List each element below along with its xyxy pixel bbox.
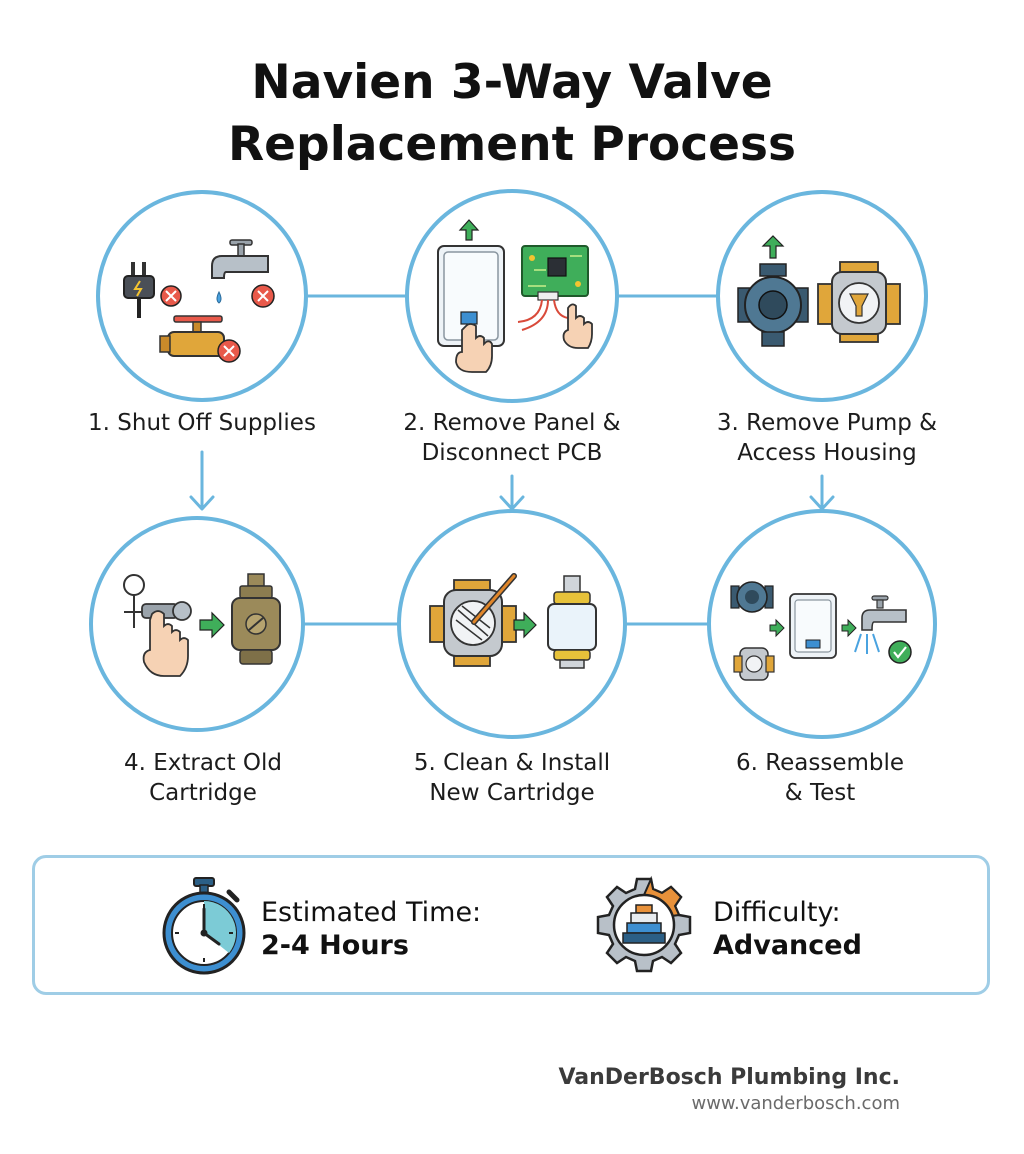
- brand-block: VanDerBosch Plumbing Inc. www.vanderbosc…: [558, 1064, 900, 1116]
- pump-icon: [730, 581, 774, 613]
- step-1-label: 1. Shut Off Supplies: [52, 408, 352, 438]
- title-line-2: Replacement Process: [227, 117, 797, 172]
- down-arrow-3: [809, 474, 835, 511]
- step-2-label-line-1: 2. Remove Panel &: [403, 410, 621, 436]
- circuit-board-icon: [517, 245, 589, 331]
- arrow-right-icon: [513, 611, 537, 639]
- hand-icon: [562, 303, 593, 349]
- valve-housing-icon: [733, 647, 775, 681]
- difficulty-block: Difficulty: Advanced: [713, 896, 862, 962]
- arrow-right-icon: [841, 618, 857, 638]
- down-arrow-1: [189, 450, 215, 511]
- arrow-up-icon: [761, 235, 785, 259]
- close-icon: [251, 284, 275, 308]
- arrow-up-icon: [458, 219, 480, 241]
- brush-icon: [471, 573, 517, 625]
- hand-icon: [142, 610, 189, 677]
- plug-icon: [123, 262, 155, 318]
- step-3-label: 3. Remove Pump & Access Housing: [677, 408, 977, 468]
- pump-icon: [737, 263, 809, 347]
- step-5-label: 5. Clean & Install New Cartridge: [362, 748, 662, 808]
- step-6-label-line-2: & Test: [784, 780, 856, 806]
- step-6-label: 6. Reassemble & Test: [670, 748, 970, 808]
- stopwatch-icon: [162, 877, 246, 975]
- step-3-label-line-2: Access Housing: [737, 440, 917, 466]
- clean-install-icon: [429, 573, 597, 669]
- faucet-icon: [854, 595, 907, 654]
- shutoff-icon: [123, 239, 275, 363]
- hand-icon: [455, 323, 493, 373]
- valve-icon: [159, 315, 225, 357]
- step-2-circle: [405, 189, 619, 403]
- water-heater-icon: [789, 593, 837, 659]
- arrow-right-icon: [199, 611, 225, 639]
- gear-icon: [596, 875, 692, 973]
- difficulty-value: Advanced: [713, 930, 862, 961]
- step-2-label: 2. Remove Panel & Disconnect PCB: [362, 408, 662, 468]
- cartridge-icon: [547, 575, 597, 669]
- pump-housing-icon: [737, 235, 901, 347]
- page-title: Navien 3-Way Valve Replacement Process: [0, 52, 1024, 176]
- step-4-label-line-2: Cartridge: [149, 780, 257, 806]
- step-5-label-line-2: New Cartridge: [429, 780, 595, 806]
- reassemble-test-icon: [730, 581, 912, 681]
- valve-housing-icon: [817, 261, 901, 343]
- title-line-1: Navien 3-Way Valve: [251, 55, 773, 110]
- step-2-label-line-2: Disconnect PCB: [421, 440, 603, 466]
- panel-pcb-icon: [437, 219, 593, 373]
- arrow-right-icon: [769, 618, 785, 638]
- extract-cartridge-icon: [123, 573, 281, 677]
- water-heater-icon: [437, 245, 505, 347]
- time-value: 2-4 Hours: [261, 930, 409, 961]
- time-label: Estimated Time:: [261, 897, 482, 928]
- cartridge-icon: [231, 573, 281, 665]
- step-3-label-line-1: 3. Remove Pump &: [716, 410, 938, 436]
- brand-url: www.vanderbosch.com: [691, 1093, 900, 1114]
- close-icon: [217, 339, 241, 363]
- step-4-label-line-1: 4. Extract Old: [123, 750, 283, 776]
- faucet-icon: [211, 239, 269, 304]
- time-block: Estimated Time: 2-4 Hours: [261, 896, 481, 962]
- step-4-label: 4. Extract Old Cartridge: [53, 748, 353, 808]
- down-arrow-2: [499, 474, 525, 511]
- step-4-circle: [89, 516, 305, 732]
- info-box: Estimated Time: 2-4 Hours Difficulty: Ad…: [32, 855, 990, 995]
- step-6-label-line-1: 6. Reassemble: [735, 750, 905, 776]
- brand-name: VanDerBosch Plumbing Inc.: [558, 1065, 900, 1090]
- step-1-label-line-1: 1. Shut Off Supplies: [88, 410, 316, 436]
- close-icon: [160, 285, 182, 307]
- check-icon: [888, 640, 912, 664]
- step-1-circle: [96, 190, 308, 402]
- difficulty-label: Difficulty:: [713, 897, 841, 928]
- step-5-label-line-1: 5. Clean & Install: [413, 750, 611, 776]
